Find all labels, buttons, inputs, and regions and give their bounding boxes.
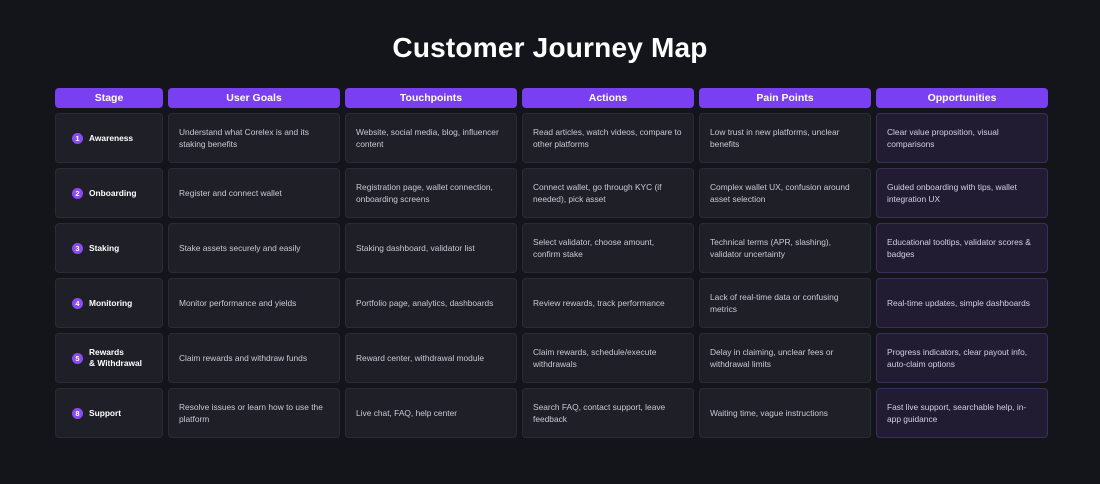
touchpoints-cell: Reward center, withdrawal module [345, 333, 517, 383]
pain-points-cell: Lack of real-time data or confusing metr… [699, 278, 871, 328]
opportunities-cell: Progress indicators, clear payout info, … [876, 333, 1048, 383]
stage-cell-monitoring: 4 Monitoring [55, 278, 163, 328]
user-goals-cell: Stake assets securely and easily [168, 223, 340, 273]
actions-cell: Select validator, choose amount, confirm… [522, 223, 694, 273]
step-number-badge: 4 [72, 297, 83, 309]
opportunities-cell: Educational tooltips, validator scores &… [876, 223, 1048, 273]
stage-label: Awareness [89, 132, 134, 143]
header-actions: Actions [522, 88, 694, 108]
touchpoints-cell: Website, social media, blog, influencer … [345, 113, 517, 163]
pain-points-cell: Complex wallet UX, confusion around asse… [699, 168, 871, 218]
step-number-badge: 5 [72, 352, 83, 364]
stage-label: Monitoring [89, 297, 133, 308]
stage-cell-onboarding: 2 Onboarding [55, 168, 163, 218]
actions-cell: Read articles, watch videos, compare to … [522, 113, 694, 163]
actions-cell: Search FAQ, contact support, leave feedb… [522, 388, 694, 438]
user-goals-cell: Resolve issues or learn how to use the p… [168, 388, 340, 438]
pain-points-cell: Waiting time, vague instructions [699, 388, 871, 438]
opportunities-cell: Fast live support, searchable help, in-a… [876, 388, 1048, 438]
step-number-badge: 3 [72, 242, 83, 254]
actions-cell: Review rewards, track performance [522, 278, 694, 328]
touchpoints-cell: Staking dashboard, validator list [345, 223, 517, 273]
user-goals-cell: Monitor performance and yields [168, 278, 340, 328]
step-number-badge: 8 [72, 407, 83, 419]
page-title: Customer Journey Map [392, 32, 708, 63]
stage-cell-staking: 3 Staking [55, 223, 163, 273]
stage-label: Rewards & Withdrawal [89, 347, 142, 368]
pain-points-cell: Technical terms (APR, slashing), validat… [699, 223, 871, 273]
journey-table: Stage User Goals Touchpoints Actions Pai… [55, 88, 1048, 438]
step-number-badge: 1 [72, 132, 83, 144]
actions-cell: Claim rewards, schedule/execute withdraw… [522, 333, 694, 383]
header-user-goals: User Goals [168, 88, 340, 108]
touchpoints-cell: Registration page, wallet connection, on… [345, 168, 517, 218]
header-touchpoints: Touchpoints [345, 88, 517, 108]
stage-label: Onboarding [89, 187, 137, 198]
header-pain-points: Pain Points [699, 88, 871, 108]
stage-label: Support [89, 407, 122, 418]
stage-label: Staking [89, 242, 120, 253]
step-number-badge: 2 [72, 187, 83, 199]
pain-points-cell: Delay in claiming, unclear fees or withd… [699, 333, 871, 383]
user-goals-cell: Claim rewards and withdraw funds [168, 333, 340, 383]
opportunities-cell: Guided onboarding with tips, wallet inte… [876, 168, 1048, 218]
user-goals-cell: Understand what Corelex is and its staki… [168, 113, 340, 163]
header-opportunities: Opportunities [876, 88, 1048, 108]
pain-points-cell: Low trust in new platforms, unclear bene… [699, 113, 871, 163]
stage-cell-awareness: 1 Awareness [55, 113, 163, 163]
actions-cell: Connect wallet, go through KYC (if neede… [522, 168, 694, 218]
touchpoints-cell: Live chat, FAQ, help center [345, 388, 517, 438]
stage-cell-rewards-withdrawal: 5 Rewards & Withdrawal [55, 333, 163, 383]
user-goals-cell: Register and connect wallet [168, 168, 340, 218]
header-stage: Stage [55, 88, 163, 108]
stage-cell-support: 8 Support [55, 388, 163, 438]
touchpoints-cell: Portfolio page, analytics, dashboards [345, 278, 517, 328]
opportunities-cell: Clear value proposition, visual comparis… [876, 113, 1048, 163]
opportunities-cell: Real-time updates, simple dashboards [876, 278, 1048, 328]
